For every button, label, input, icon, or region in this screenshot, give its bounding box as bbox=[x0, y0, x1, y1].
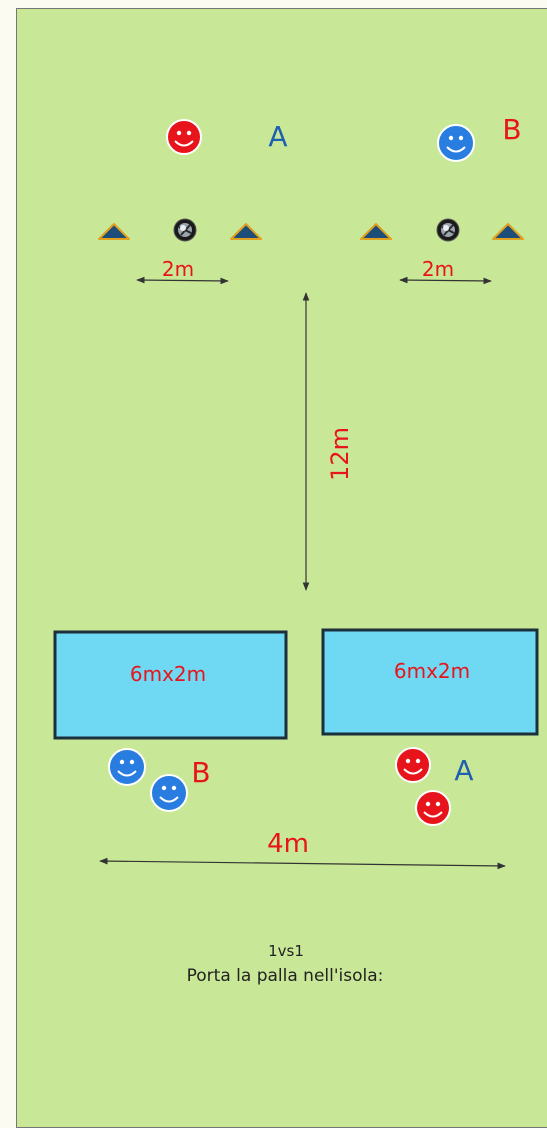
vertical-distance-label: 12m bbox=[326, 427, 354, 481]
red-player-smiley-face-icon bbox=[395, 747, 431, 783]
cone-icon bbox=[492, 223, 524, 240]
team-b-label-top: B bbox=[502, 113, 521, 146]
island-right-label: 6mx2m bbox=[394, 659, 470, 683]
right-distance-label: 2m bbox=[422, 257, 454, 281]
width-distance-label: 4m bbox=[267, 829, 309, 859]
red-player-smiley-face-icon bbox=[166, 119, 202, 155]
caption-subtitle: Porta la palla nell'isola: bbox=[187, 966, 384, 986]
blue-player-smiley-face-icon bbox=[437, 124, 475, 162]
soccer-ball-icon bbox=[173, 218, 197, 242]
island-left-label: 6mx2m bbox=[130, 662, 206, 686]
team-b-label-bottom: B bbox=[191, 756, 210, 789]
soccer-ball-icon bbox=[436, 218, 460, 242]
red-player-smiley-face-icon bbox=[415, 790, 451, 826]
blue-player-smiley-face-icon bbox=[150, 774, 188, 812]
cone-icon bbox=[98, 223, 130, 240]
team-a-label-top: A bbox=[268, 120, 287, 153]
distance-arrow-right bbox=[399, 276, 492, 285]
blue-player-smiley-face-icon bbox=[108, 748, 146, 786]
distance-arrow-left bbox=[136, 276, 229, 285]
width-distance-arrow bbox=[99, 857, 506, 870]
island-right bbox=[321, 628, 539, 736]
team-a-label-bottom: A bbox=[454, 754, 473, 787]
cone-icon bbox=[360, 223, 392, 240]
island-left bbox=[53, 630, 288, 740]
cone-icon bbox=[230, 223, 262, 240]
training-field bbox=[16, 8, 547, 1128]
caption-title: 1vs1 bbox=[268, 942, 304, 960]
left-distance-label: 2m bbox=[162, 257, 194, 281]
